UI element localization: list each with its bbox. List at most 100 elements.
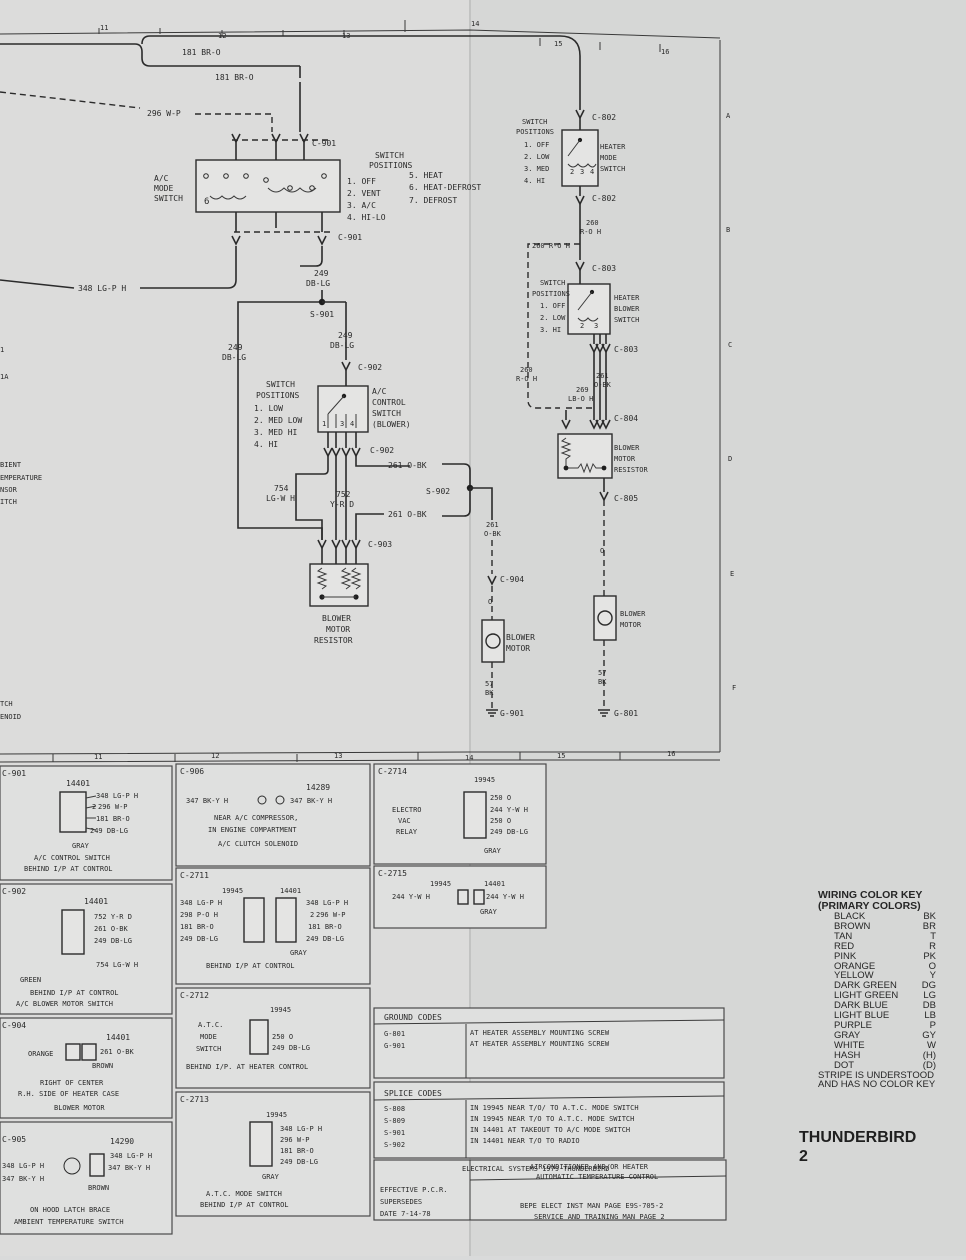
grid-bottom-col-12: 12 [211,752,219,760]
connector-c802-bottom: C-802 [592,194,616,203]
blower-sw-position-3: 3. HI [540,326,561,334]
svg-text:SPLICE CODES: SPLICE CODES [384,1089,442,1098]
page-title: THUNDERBIRD 2 [799,1128,916,1166]
ac-blower-motor-box [481,619,505,663]
mode-position-4: 4. HI-LO [347,213,386,222]
svg-text:249 DB-LG: 249 DB-LG [272,1044,310,1052]
svg-text:C-2712: C-2712 [180,991,209,1000]
edge-label-1: 1 [0,346,4,354]
svg-text:348 LG-P H: 348 LG-P H [110,1152,152,1160]
svg-text:181 BR-O: 181 BR-O [96,815,130,823]
svg-text:BLOWER MOTOR: BLOWER MOTOR [54,1104,105,1112]
svg-text:AT HEATER ASSEMBLY MOUNTING SC: AT HEATER ASSEMBLY MOUNTING SCREW [470,1040,610,1048]
blower-position-1: 1. LOW [254,404,283,413]
svg-text:181 BR-O: 181 BR-O [308,923,342,931]
legend-row: HASH(H) [834,1049,936,1061]
svg-text:3: 3 [340,420,344,428]
svg-text:249 DB-LG: 249 DB-LG [306,935,344,943]
wire-260-a-color: R-O H [580,228,601,236]
ac-mode-switch-box [195,159,341,213]
svg-text:19945: 19945 [430,880,451,888]
svg-text:249 DB-LG: 249 DB-LG [90,827,128,835]
connector-panel-c905: C-905 14290 348 LG-P H 347 BK-Y H 348 LG… [0,1121,173,1235]
svg-text:250 O: 250 O [272,1033,293,1041]
svg-text:SWITCH: SWITCH [196,1045,221,1053]
ac-motor-label-2: MOTOR [506,644,530,653]
blower-sw-position-2: 2. LOW [540,314,566,322]
ground-g801: G-801 [614,709,638,718]
heater-positions-title-1: SWITCH [522,118,547,126]
edge-label-ambient-4: ITCH [0,498,17,506]
heater-motor-label-1: BLOWER [620,610,646,618]
wire-249-a-color: DB-LG [306,279,330,288]
svg-text:BROWN: BROWN [88,1184,109,1192]
ac-mode-switch-circuit: 181 BR-O 181 BR-O 296 W-P C-901 6 C-901 … [0,35,581,540]
connector-panel-c901: C-901 14401 348 LG-P H 2 296 W-P 181 BR-… [0,765,173,881]
svg-text:347 BK-Y H: 347 BK-Y H [290,797,332,805]
svg-text:IN 14401 AT TAKEOUT TO A/C MOD: IN 14401 AT TAKEOUT TO A/C MODE SWITCH [470,1126,630,1134]
wire-261-c-num: 261 [486,521,499,529]
svg-text:GREEN: GREEN [20,976,41,984]
heater-position-1: 1. OFF [524,141,549,149]
legend-row: DOT(D) [834,1059,936,1071]
svg-text:GRAY: GRAY [262,1173,280,1181]
svg-text:BEHIND I/P AT CONTROL: BEHIND I/P AT CONTROL [24,865,113,873]
svg-text:14401: 14401 [280,887,301,895]
ac-mode-switch-label-1: A/C [154,174,169,183]
heater-position-2: 2. LOW [524,153,550,161]
svg-text:C-2714: C-2714 [378,767,407,776]
svg-text:348 LG-P H: 348 LG-P H [306,899,348,907]
heater-blower-motor-box [593,595,617,641]
ac-motor-label-1: BLOWER [506,633,535,642]
svg-text:S-809: S-809 [384,1117,405,1125]
wire-754-num: 754 [274,484,289,493]
svg-text:347 BK-Y H: 347 BK-Y H [186,797,228,805]
svg-text:BROWN: BROWN [92,1062,113,1070]
grid-col-11: 11 [100,24,108,32]
svg-text:AT HEATER ASSEMBLY MOUNTING SC: AT HEATER ASSEMBLY MOUNTING SCREW [470,1029,610,1037]
connector-c901-bottom: C-901 [338,233,362,242]
wire-181-br-o-mid: 181 BR-O [215,73,254,82]
connector-c802-top: C-802 [592,113,616,122]
svg-text:19945: 19945 [266,1111,287,1119]
svg-text:754 LG-W H: 754 LG-W H [96,961,138,969]
svg-text:G-801: G-801 [384,1030,405,1038]
svg-text:IN 14401 NEAR T/O TO RADIO: IN 14401 NEAR T/O TO RADIO [470,1137,580,1145]
legend-title-2: (PRIMARY COLORS) [818,900,921,912]
mode-position-6: 6. HEAT-DEFROST [409,183,481,192]
svg-text:S-808: S-808 [384,1105,405,1113]
splice-s901: S-901 [310,310,334,319]
svg-text:GRAY: GRAY [290,949,308,957]
svg-text:C-904: C-904 [2,1021,26,1030]
connector-panel-c2714: C-2714 19945 ELECTRO VAC RELAY 250 O 244… [373,763,547,865]
ac-resistor-label-3: RESISTOR [314,636,353,645]
connector-panel-c2713: C-2713 19945 348 LG-P H 296 W-P 181 BR-O… [175,1091,371,1217]
heater-blower-switch-label-1: HEATER [614,294,640,302]
page-title-model: THUNDERBIRD [799,1129,917,1146]
svg-text:1: 1 [322,420,326,428]
heater-mode-switch-label-3: SWITCH [600,165,625,173]
svg-text:C-2713: C-2713 [180,1095,209,1104]
connector-panel-c2715: C-2715 19945 14401 244 Y-W H 244 Y-W H G… [373,865,547,929]
svg-text:14401: 14401 [84,897,108,906]
ac-control-switch-label-1: A/C [372,387,387,396]
wire-261-a: 261 O-BK [388,461,427,470]
svg-text:249 DB-LG: 249 DB-LG [490,828,528,836]
wire-57-num-right: 57 [598,669,606,677]
svg-text:296 W-P: 296 W-P [316,911,346,919]
heater-blower-switch-box [567,283,611,335]
svg-text:14401: 14401 [484,880,505,888]
ac-blower-switch-box [317,385,369,433]
svg-text:RELAY: RELAY [396,828,418,836]
svg-text:NEAR A/C COMPRESSOR,: NEAR A/C COMPRESSOR, [214,814,298,822]
connector-panel-c902: C-902 14401 752 Y-R D 261 O-BK 249 DB-LG… [0,883,173,1015]
page-title-number: 2 [799,1148,808,1165]
